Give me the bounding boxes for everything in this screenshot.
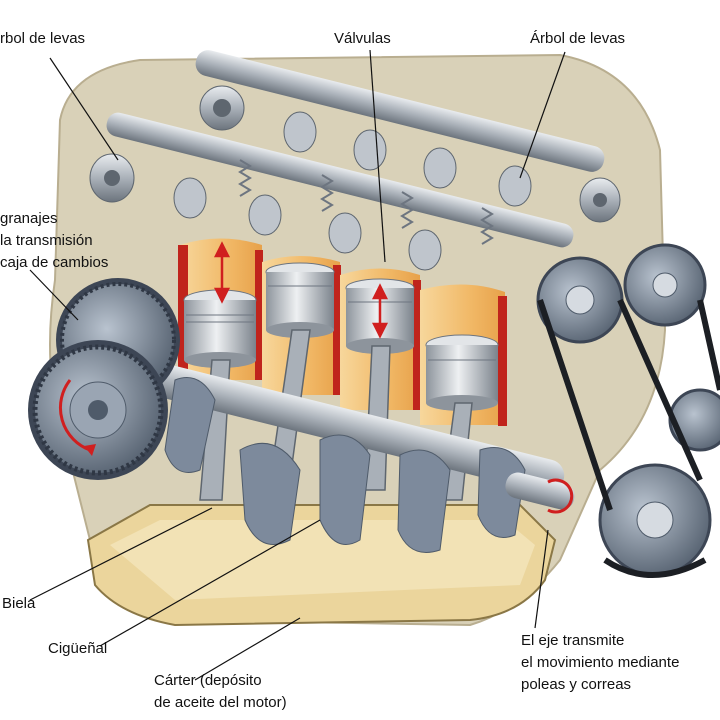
label-ciguenal: Cigüeñal [48, 640, 108, 657]
motion-arrows [213, 241, 389, 339]
crankshaft [135, 360, 575, 553]
label-carter-line1: Cárter (depósito [154, 672, 262, 689]
label-engranajes-line1: granajes [0, 210, 58, 227]
piston-1 [183, 289, 257, 368]
label-arbol-de-levas-left: rbol de levas [0, 30, 86, 47]
label-engranajes-line3: caja de cambios [0, 254, 109, 271]
pulleys [536, 243, 720, 578]
piston-2 [265, 262, 335, 338]
label-eje-line3: poleas y correas [521, 676, 632, 693]
piston-4 [425, 334, 499, 411]
label-biela: Biela [2, 595, 36, 612]
label-engranajes-line2: la transmisión [0, 232, 93, 249]
flywheel-gears [28, 278, 180, 480]
label-carter-line2: de aceite del motor) [154, 694, 287, 711]
label-eje-line1: El eje transmite [521, 632, 625, 649]
label-eje-line2: el movimiento mediante [521, 654, 680, 671]
valve-springs [238, 159, 494, 245]
camshaft-lower [89, 112, 574, 271]
label-valvulas: Válvulas [334, 30, 391, 47]
leader-lines [29, 49, 566, 681]
camshaft-top [195, 50, 621, 223]
label-arbol-de-levas-right: Árbol de levas [530, 30, 626, 47]
pistons [183, 262, 499, 411]
